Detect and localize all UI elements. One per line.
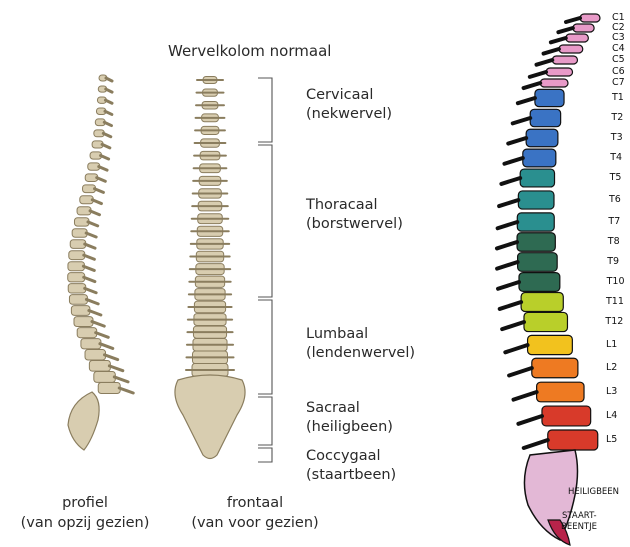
colored-vertebra	[530, 109, 560, 126]
colored-spinous-process	[498, 222, 518, 228]
colored-vertebra	[566, 34, 589, 42]
colored-vertebra	[552, 56, 577, 64]
colored-vertebra	[532, 358, 578, 377]
colored-spinous-process	[501, 178, 520, 184]
colored-vertebra	[535, 89, 564, 106]
sacrum-label: HEILIGBEEN	[568, 487, 619, 497]
vertebra-label: T3	[611, 132, 623, 143]
colored-vertebra	[528, 335, 573, 354]
colored-spinous-process	[502, 322, 524, 329]
colored-spinous-process	[551, 38, 566, 42]
colored-spinous-process	[524, 83, 541, 88]
colored-spinous-process	[513, 392, 536, 400]
colored-spinous-process	[509, 368, 532, 375]
colored-spinous-process	[499, 200, 518, 206]
vertebra-label: T1	[612, 92, 624, 103]
colored-vertebra	[537, 382, 584, 402]
colored-vertebra	[559, 45, 583, 53]
colored-vertebra	[521, 293, 563, 312]
colored-spinous-process	[544, 49, 559, 54]
colored-spinous-process	[513, 118, 530, 123]
colored-spinous-process	[524, 440, 548, 448]
colored-vertebra	[518, 191, 554, 209]
vertebra-label: T9	[607, 256, 619, 267]
vertebra-label: T4	[610, 152, 622, 163]
colored-spinous-process	[558, 28, 572, 32]
vertebra-label: T8	[608, 236, 620, 247]
coccyx-label-line2: BEENTJE	[561, 522, 597, 532]
colored-spinous-process	[504, 158, 522, 164]
vertebra-label: T2	[611, 112, 623, 123]
colored-vertebra	[526, 129, 558, 147]
colored-spinous-process	[530, 72, 546, 77]
colored-spinous-process	[566, 18, 580, 22]
colored-vertebra	[524, 312, 567, 331]
vertebra-label: T12	[605, 316, 623, 327]
vertebra-label: L2	[606, 362, 617, 373]
colored-vertebra	[518, 253, 558, 272]
vertebra-label: T11	[606, 296, 624, 307]
colored-spinous-process	[518, 98, 535, 103]
colored-vertebra	[548, 430, 598, 450]
vertebra-label: T7	[608, 216, 620, 227]
vertebra-label: L3	[606, 386, 617, 397]
coccyx-label-line1: STAART-	[562, 511, 597, 521]
vertebra-label: T10	[607, 276, 625, 287]
colored-vertebra	[517, 213, 554, 231]
colored-vertebra	[519, 273, 560, 292]
colored-vertebra	[573, 24, 594, 32]
colored-spinous-process	[497, 262, 518, 269]
vertebra-label: L4	[606, 410, 617, 421]
colored-spinous-process	[500, 302, 521, 309]
colored-spinous-process	[518, 416, 542, 424]
colored-spinous-process	[505, 345, 527, 352]
vertebra-label: C3	[612, 32, 625, 43]
colored-spinous-process	[508, 138, 526, 144]
vertebra-label: T6	[609, 194, 621, 205]
colored-spinous-process	[498, 282, 519, 289]
vertebra-label: C7	[612, 77, 625, 88]
colored-vertebra	[517, 233, 555, 251]
colored-vertebra	[542, 406, 591, 426]
vertebra-label: C6	[612, 66, 625, 77]
vertebra-label: T5	[610, 172, 622, 183]
vertebra-label: L1	[606, 339, 617, 350]
vertebra-label: C5	[612, 54, 625, 65]
colored-spinous-process	[537, 60, 553, 65]
colored-spinous-process	[497, 242, 517, 248]
colored-vertebra	[540, 79, 568, 87]
colored-vertebra	[546, 68, 573, 76]
colored-vertebra	[520, 169, 554, 187]
vertebra-label: C4	[612, 43, 625, 54]
colored-vertebra	[523, 149, 556, 167]
colored-vertebra	[580, 14, 600, 22]
vertebra-label: L5	[606, 434, 617, 445]
